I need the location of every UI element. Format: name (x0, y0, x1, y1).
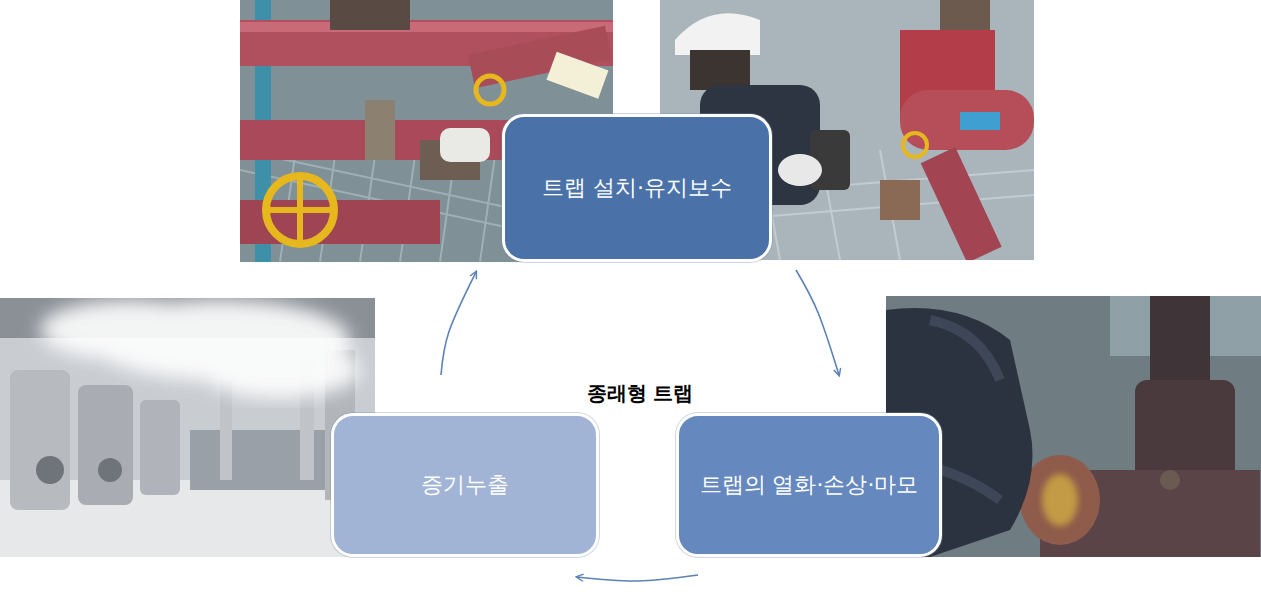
process-box: 트랩 설치·유지보수 (502, 114, 772, 262)
cycle-arrow (796, 270, 839, 375)
node-label: 트랩의 열화·손상·마모 (700, 472, 919, 498)
cycle-arrow (577, 575, 698, 581)
process-box: 증기누출 (331, 413, 599, 557)
process-box: 트랩의 열화·손상·마모 (676, 413, 942, 557)
center-label: 종래형 트랩 (583, 380, 698, 407)
steam-photo (0, 298, 375, 557)
damage-photo (886, 296, 1261, 557)
cycle-arrow (441, 272, 476, 375)
node-label: 트랩 설치·유지보수 (542, 175, 732, 201)
node-label: 증기누출 (421, 472, 509, 498)
